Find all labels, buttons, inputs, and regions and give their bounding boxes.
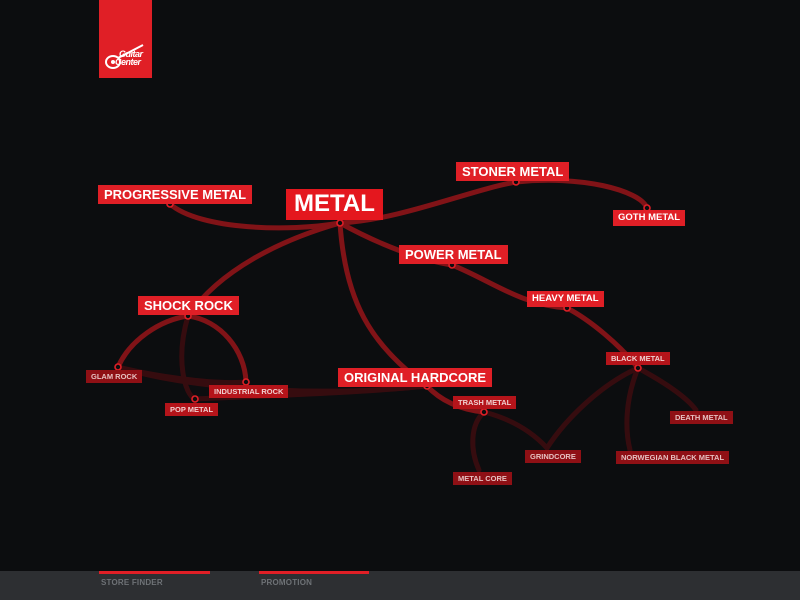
guitar-icon: [105, 44, 144, 69]
logo-text-line1: Guitar: [119, 49, 143, 59]
genre-stoner-metal[interactable]: STONER METAL: [456, 162, 570, 181]
genre-death-metal[interactable]: DEATH METAL: [670, 411, 733, 424]
promotion-label: PROMOTION: [261, 578, 313, 587]
link-hardcore-trash: [424, 383, 487, 415]
link-trash-metalcore: [470, 409, 487, 473]
footer-bar: STORE FINDER PROMOTION: [0, 571, 800, 600]
link-metal-progressive: [167, 201, 343, 231]
genre-norwegian-black-metal[interactable]: NORWEGIAN BLACK METAL: [616, 451, 730, 464]
store-finder-indicator: [99, 571, 210, 574]
genre-original-hardcore[interactable]: ORIGINAL HARDCORE: [338, 368, 493, 387]
link-shockrock-poplitmetal-long: [179, 313, 198, 402]
genre-heavy-metal[interactable]: HEAVY METAL: [527, 291, 604, 307]
genre-shock-rock[interactable]: SHOCK ROCK: [138, 296, 239, 315]
promotion-indicator: [259, 571, 369, 574]
link-metal-stoner: [337, 179, 519, 226]
genre-progressive-metal[interactable]: PROGRESSIVE METAL: [98, 185, 253, 204]
link-glam-industrial: [115, 364, 249, 385]
genre-industrial-rock[interactable]: INDUSTRIAL ROCK: [209, 385, 289, 398]
store-finder-tab[interactable]: STORE FINDER: [99, 571, 210, 600]
genre-black-metal[interactable]: BLACK METAL: [606, 352, 670, 365]
link-black-grind: [544, 365, 641, 451]
link-trash-grind: [481, 409, 550, 451]
genre-metal[interactable]: METAL: [286, 189, 383, 220]
guitar-center-logo[interactable]: Guitar Center: [99, 0, 152, 78]
promotion-tab[interactable]: PROMOTION: [259, 571, 369, 600]
link-shockrock-glam: [115, 313, 191, 370]
link-black-norwegian: [624, 365, 641, 453]
genre-metal-core[interactable]: METAL CORE: [453, 472, 512, 485]
link-black-death: [635, 365, 699, 413]
genre-goth-metal[interactable]: GOTH METAL: [613, 210, 686, 226]
logo-text-line2: Center: [115, 57, 141, 67]
node-dot-pop: [191, 395, 199, 403]
store-finder-label: STORE FINDER: [101, 578, 163, 587]
logo-wordmark: Guitar Center: [105, 49, 149, 67]
node-dot-black: [634, 364, 642, 372]
genre-pop-metal[interactable]: POP METAL: [165, 403, 219, 416]
genre-power-metal[interactable]: POWER METAL: [399, 245, 508, 264]
genre-glam-rock[interactable]: GLAM ROCK: [86, 370, 143, 383]
genre-trash-metal[interactable]: TRASH METAL: [453, 396, 517, 409]
node-dot-trash: [480, 408, 488, 416]
node-dot-metal: [336, 219, 344, 227]
link-stoner-goth: [513, 177, 650, 211]
genre-grindcore[interactable]: GRINDCORE: [525, 450, 581, 463]
link-shockrock-industrial: [185, 313, 249, 385]
